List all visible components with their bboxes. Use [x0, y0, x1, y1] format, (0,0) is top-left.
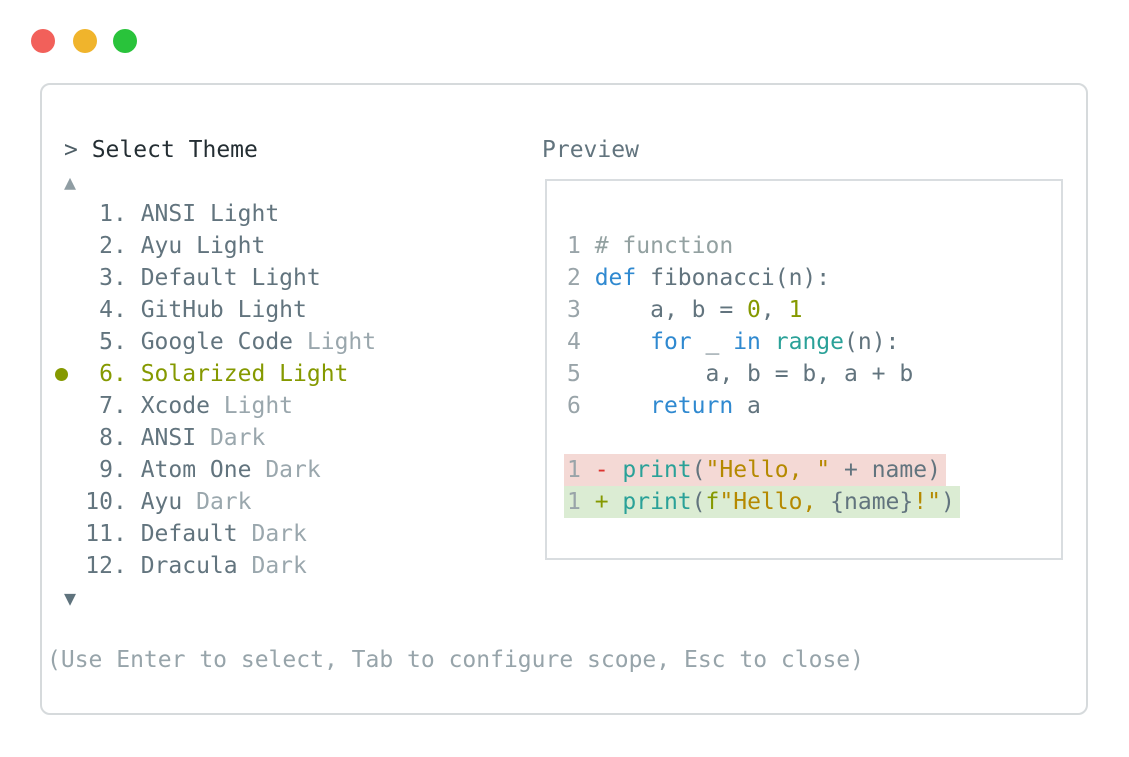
item-number: 1: [99, 201, 113, 227]
item-label: . Solarized Light: [113, 361, 349, 387]
diff-added-line: 1 + print(f"Hello, {name}!"): [564, 486, 1061, 518]
item-label: . GitHub Light: [113, 297, 307, 323]
item-number: 11: [85, 521, 113, 547]
preview-label: Preview: [542, 137, 639, 163]
selected-indicator-icon: [55, 368, 68, 381]
traffic-light-close-icon[interactable]: [31, 29, 55, 53]
item-label: . Default Dark: [113, 521, 307, 547]
item-number: 8: [99, 425, 113, 451]
traffic-light-minimize-icon[interactable]: [73, 29, 97, 53]
item-label: . Xcode Light: [113, 393, 294, 419]
item-number: 3: [99, 265, 113, 291]
theme-item-default-dark[interactable]: 11. Default Dark: [42, 518, 522, 550]
code-block: 1 # function 2 def fibonacci(n): 3 a, b = …: [564, 230, 1061, 518]
theme-item-ansi-dark[interactable]: 8. ANSI Dark: [42, 422, 522, 454]
code-line-4: 4 for _ in range(n):: [567, 329, 900, 355]
item-number: 12: [85, 553, 113, 579]
scroll-down-icon[interactable]: ▼: [64, 586, 77, 610]
theme-item-dracula-dark[interactable]: 12. Dracula Dark: [42, 550, 522, 582]
theme-item-atom-one-dark[interactable]: 9. Atom One Dark: [42, 454, 522, 486]
theme-item-ansi-light[interactable]: 1. ANSI Light: [42, 198, 522, 230]
preview-panel: 1 # function 2 def fibonacci(n): 3 a, b = …: [545, 179, 1063, 560]
theme-item-default-light[interactable]: 3. Default Light: [42, 262, 522, 294]
item-number: 7: [99, 393, 113, 419]
code-line-5: 5 a, b = b, a + b: [567, 361, 914, 387]
code-line-6: 6 return a: [567, 393, 761, 419]
item-label: . Ayu Dark: [113, 489, 252, 515]
item-label: . ANSI Dark: [113, 425, 266, 451]
item-label: . Default Light: [113, 265, 321, 291]
item-number: 9: [99, 457, 113, 483]
hint-text: (Use Enter to select, Tab to configure s…: [47, 647, 864, 673]
code-line-1: 1 # function: [567, 233, 734, 259]
diff-removed-line: 1 - print("Hello, " + name): [564, 454, 1061, 486]
selector-prompt: >: [64, 137, 92, 163]
selector-header: > Select Theme: [64, 134, 258, 166]
item-number: 10: [85, 489, 113, 515]
theme-item-github-light[interactable]: 4. GitHub Light: [42, 294, 522, 326]
item-number: 4: [99, 297, 113, 323]
item-number: 6: [99, 361, 113, 387]
item-label: . Atom One Dark: [113, 457, 321, 483]
item-label: . Dracula Dark: [113, 553, 307, 579]
scroll-up-icon[interactable]: ▲: [64, 170, 77, 194]
theme-item-solarized-light[interactable]: 6. Solarized Light: [42, 358, 522, 390]
item-number: 5: [99, 329, 113, 355]
theme-item-xcode-light[interactable]: 7. Xcode Light: [42, 390, 522, 422]
item-label: . Ayu Light: [113, 233, 266, 259]
code-line-2: 2 def fibonacci(n):: [567, 265, 831, 291]
item-number: 2: [99, 233, 113, 259]
code-line-3: 3 a, b = 0, 1: [567, 297, 803, 323]
theme-item-google-code-light[interactable]: 5. Google Code Light: [42, 326, 522, 358]
code-line-7: [567, 422, 1061, 454]
item-label: . Google Code Light: [113, 329, 377, 355]
theme-item-ayu-light[interactable]: 2. Ayu Light: [42, 230, 522, 262]
traffic-light-zoom-icon[interactable]: [113, 29, 137, 53]
item-label: . ANSI Light: [113, 201, 280, 227]
theme-item-ayu-dark[interactable]: 10. Ayu Dark: [42, 486, 522, 518]
selector-title: Select Theme: [91, 137, 258, 163]
